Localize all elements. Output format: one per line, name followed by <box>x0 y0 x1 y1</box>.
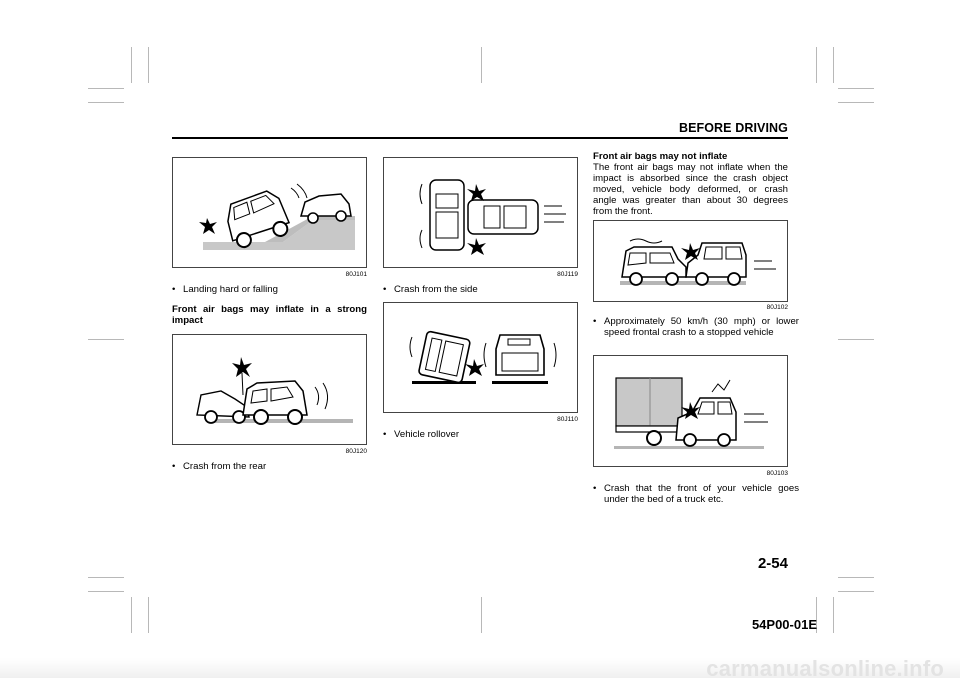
figure-code: 80J103 <box>766 470 788 477</box>
crop-mark <box>131 597 132 633</box>
crop-mark <box>838 88 874 89</box>
bullet-frontal-stopped: Approximately 50 km/h (30 mph) or lower … <box>593 316 799 338</box>
crop-mark <box>88 577 124 578</box>
figure-code: 80J102 <box>766 304 788 311</box>
paragraph-may-not-inflate: The front air bags may not inflate when … <box>593 162 788 217</box>
crop-mark <box>131 47 132 83</box>
figure-crash-side <box>383 157 578 268</box>
crop-mark <box>838 339 874 340</box>
figure-rollover <box>383 302 578 413</box>
crop-mark <box>833 47 834 83</box>
crop-mark <box>148 47 149 83</box>
crop-mark <box>88 102 124 103</box>
header-rule <box>172 137 788 139</box>
figure-crash-rear <box>172 334 367 445</box>
crop-mark <box>481 597 482 633</box>
crop-mark <box>838 577 874 578</box>
bullet-crash-rear: Crash from the rear <box>172 461 378 472</box>
crop-mark <box>88 339 124 340</box>
section-title: BEFORE DRIVING <box>678 121 788 135</box>
watermark-bar: carmanualsonline.info <box>0 656 960 681</box>
bullet-under-truck: Crash that the front of your vehicle goe… <box>593 483 799 505</box>
figure-code: 80J119 <box>557 271 578 278</box>
figure-code: 80J101 <box>345 271 367 278</box>
bullet-crash-side: Crash from the side <box>383 284 589 295</box>
figure-landing-hard <box>172 157 367 268</box>
crop-mark <box>833 597 834 633</box>
figure-frontal-stopped <box>593 220 788 302</box>
heading-may-inflate: Front air bags may inflate in a strong i… <box>172 304 367 326</box>
crop-mark <box>88 591 124 592</box>
bullet-landing-hard: Landing hard or falling <box>172 284 378 295</box>
figure-code: 80J110 <box>557 416 578 423</box>
crop-mark <box>816 47 817 83</box>
crop-mark <box>148 597 149 633</box>
figure-code: 80J120 <box>345 448 367 455</box>
crop-mark <box>838 591 874 592</box>
page-number: 2-54 <box>757 555 788 572</box>
heading-may-not-inflate: Front air bags may not inflate <box>593 151 728 162</box>
crop-mark <box>816 597 817 633</box>
figure-under-truck <box>593 355 788 467</box>
crop-mark <box>88 88 124 89</box>
bullet-rollover: Vehicle rollover <box>383 429 589 440</box>
document-code: 54P00-01E <box>751 617 817 632</box>
watermark-text: carmanualsonline.info <box>706 656 944 681</box>
crop-mark <box>481 47 482 83</box>
crop-mark <box>838 102 874 103</box>
